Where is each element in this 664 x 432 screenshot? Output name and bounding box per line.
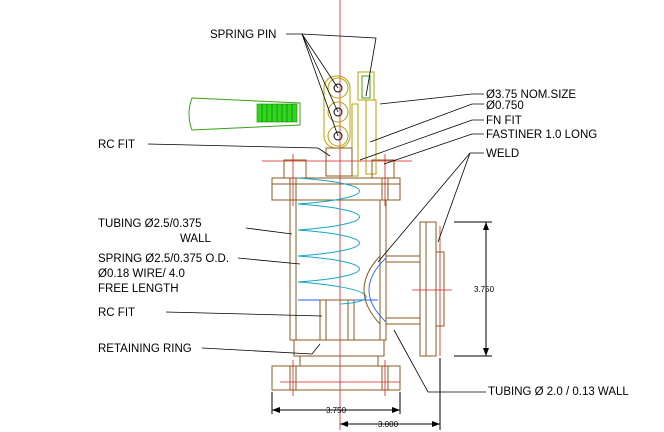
- spring: [297, 177, 367, 305]
- label-spring-pin: SPRING PIN: [210, 29, 276, 41]
- dim-width-right: 3.000: [378, 420, 399, 429]
- label-spring-length: FREE LENGTH: [98, 283, 179, 295]
- dimension-lines: [271, 221, 492, 430]
- dim-height: 3.750: [474, 285, 495, 294]
- label-tubing-wall: WALL: [180, 233, 211, 245]
- pin-2: [333, 107, 343, 117]
- label-fastiner: FASTINER 1.0 LONG: [486, 129, 597, 141]
- pin-3: [333, 131, 343, 141]
- leader-lines: [147, 33, 486, 393]
- pin-1: [333, 83, 343, 93]
- label-rc-fit-bottom: RC FIT: [98, 307, 135, 319]
- label-tubing-main: TUBING Ø2.5/0.375: [98, 218, 202, 230]
- handle-grip: [188, 97, 301, 131]
- main-body: [289, 199, 387, 357]
- label-spring-wire: Ø0.18 WIRE/ 4.0: [98, 268, 185, 280]
- bottom-flange: [271, 355, 401, 396]
- side-flange: [419, 221, 437, 357]
- label-spring-od: SPRING Ø2.5/0.375 O.D.: [98, 253, 229, 265]
- side-branch: [363, 221, 452, 357]
- label-tubing-side: TUBING Ø 2.0 / 0.13 WALL: [488, 386, 629, 398]
- label-retaining-ring: RETAINING RING: [98, 343, 192, 355]
- handle-assembly: [188, 71, 377, 177]
- centerlines: [262, 0, 412, 430]
- label-fn-fit: FN FIT: [486, 115, 522, 127]
- label-weld: WELD: [486, 148, 519, 160]
- label-nom-size: Ø3.75 NOM.SIZE: [486, 89, 576, 101]
- top-flange: [271, 154, 401, 206]
- bottom-plug: [319, 299, 355, 341]
- label-rc-fit-top: RC FIT: [98, 139, 135, 151]
- dim-width-left: 3.750: [326, 406, 347, 415]
- label-dia-0750: Ø0.750: [486, 100, 524, 112]
